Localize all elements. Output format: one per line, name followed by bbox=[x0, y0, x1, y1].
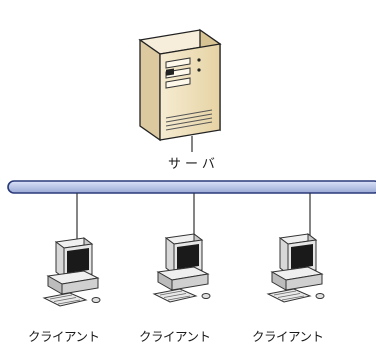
desktop-computer-icon bbox=[267, 233, 325, 303]
server-tower-icon bbox=[138, 28, 222, 142]
client-label: クライアント bbox=[252, 329, 324, 344]
desktop-computer-icon bbox=[43, 237, 101, 307]
client-label: クライアント bbox=[28, 329, 100, 344]
desktop-computer-icon bbox=[153, 233, 211, 303]
server-label: サーバ bbox=[168, 157, 219, 172]
client-label: クライアント bbox=[139, 329, 211, 344]
network-bus bbox=[7, 180, 376, 194]
